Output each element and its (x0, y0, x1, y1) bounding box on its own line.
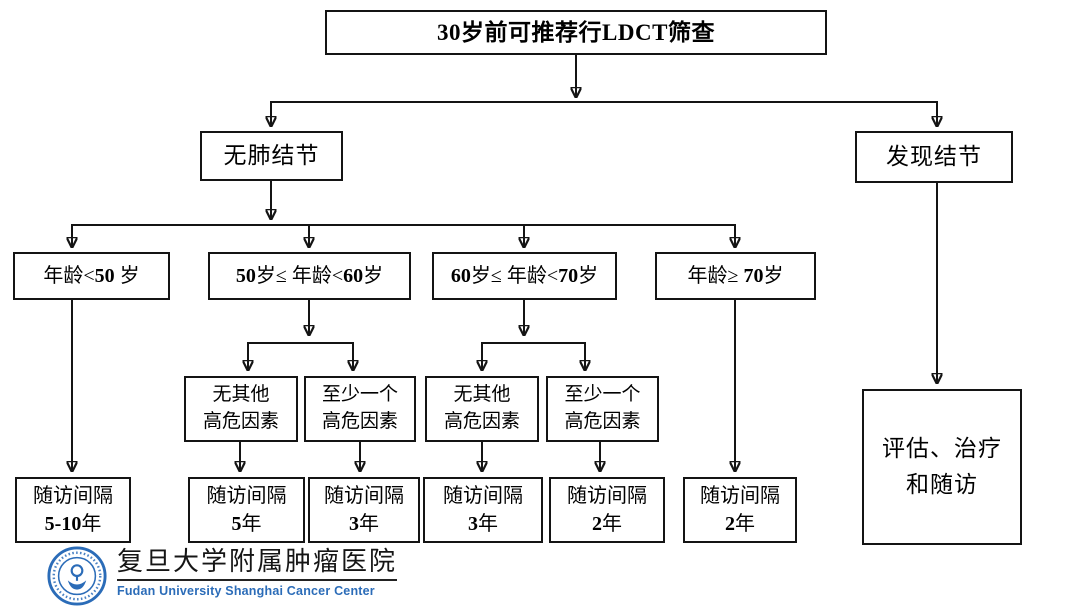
logo-fudan-cancer-center: 复旦大学附属肿瘤医院 Fudan University Shanghai Can… (46, 545, 398, 606)
node-age-60-70: 60岁≤ 年龄<70岁 (432, 252, 617, 300)
age-70-plus-label: 年龄≥ 70岁 (687, 265, 784, 287)
node-interval-2y-b: 随访间隔 2年 (683, 477, 797, 543)
age-under-50-label: 年龄<50 岁 (43, 265, 140, 287)
node-interval-2y-a: 随访间隔 2年 (549, 477, 665, 543)
interval-line1: 随访间隔 (33, 485, 113, 507)
logo-cn-name: 复旦大学附属肿瘤医院 (117, 547, 398, 581)
interval-line1: 随访间隔 (206, 485, 287, 507)
node-age-under-50: 年龄<50 岁 (13, 252, 170, 300)
interval-value: 2年 (725, 513, 755, 535)
no-nodule-label: 无肺结节 (223, 143, 320, 169)
risk-line1: 无其他 (212, 384, 270, 406)
node-evaluate-treat-followup: 评估、治疗 和随访 (862, 389, 1022, 545)
title-text: 30岁前可推荐行LDCT筛查 (437, 19, 715, 45)
node-age-70-plus: 年龄≥ 70岁 (655, 252, 816, 300)
node-title: 30岁前可推荐行LDCT筛查 (325, 10, 827, 55)
interval-value: 3年 (468, 513, 498, 535)
node-no-nodule: 无肺结节 (200, 131, 343, 181)
node-at-least-one-risk-50-60: 至少一个 高危因素 (304, 376, 416, 442)
node-no-other-risk-50-60: 无其他 高危因素 (184, 376, 298, 442)
age-60-70-label: 60岁≤ 年龄<70岁 (450, 265, 599, 287)
interval-value: 2年 (592, 513, 622, 535)
risk-line2: 高危因素 (202, 411, 279, 432)
risk-line1: 至少一个 (321, 384, 398, 406)
risk-line2: 高危因素 (443, 411, 520, 432)
node-nodule-found: 发现结节 (855, 131, 1013, 183)
node-interval-5-10y: 随访间隔 5-10年 (15, 477, 131, 543)
interval-value: 3年 (349, 513, 379, 535)
interval-line1: 随访间隔 (443, 485, 523, 507)
risk-line2: 高危因素 (564, 411, 641, 432)
node-age-50-60: 50岁≤ 年龄<60岁 (208, 252, 411, 300)
node-no-other-risk-60-70: 无其他 高危因素 (425, 376, 539, 442)
risk-line1: 至少一个 (564, 384, 641, 406)
node-interval-3y-b: 随访间隔 3年 (423, 477, 543, 543)
interval-line1: 随访间隔 (700, 485, 780, 507)
risk-line2: 高危因素 (321, 411, 398, 432)
fudan-emblem-icon (47, 546, 107, 606)
interval-line1: 随访间隔 (324, 485, 404, 507)
node-interval-5y: 随访间隔 5年 (188, 477, 305, 543)
risk-line1: 无其他 (453, 384, 511, 406)
interval-value: 5-10年 (44, 513, 102, 535)
interval-value: 5年 (231, 513, 262, 535)
node-at-least-one-risk-60-70: 至少一个 高危因素 (546, 376, 659, 442)
evaluate-line1: 评估、治疗 (882, 436, 1002, 462)
interval-line1: 随访间隔 (567, 485, 647, 507)
evaluate-line2: 和随访 (906, 472, 978, 497)
age-50-60-label: 50岁≤ 年龄<60岁 (235, 265, 384, 287)
nodule-found-label: 发现结节 (886, 144, 982, 170)
node-interval-3y-a: 随访间隔 3年 (308, 477, 420, 543)
logo-text-block: 复旦大学附属肿瘤医院 Fudan University Shanghai Can… (117, 545, 398, 598)
logo-en-name: Fudan University Shanghai Cancer Center (117, 583, 375, 598)
